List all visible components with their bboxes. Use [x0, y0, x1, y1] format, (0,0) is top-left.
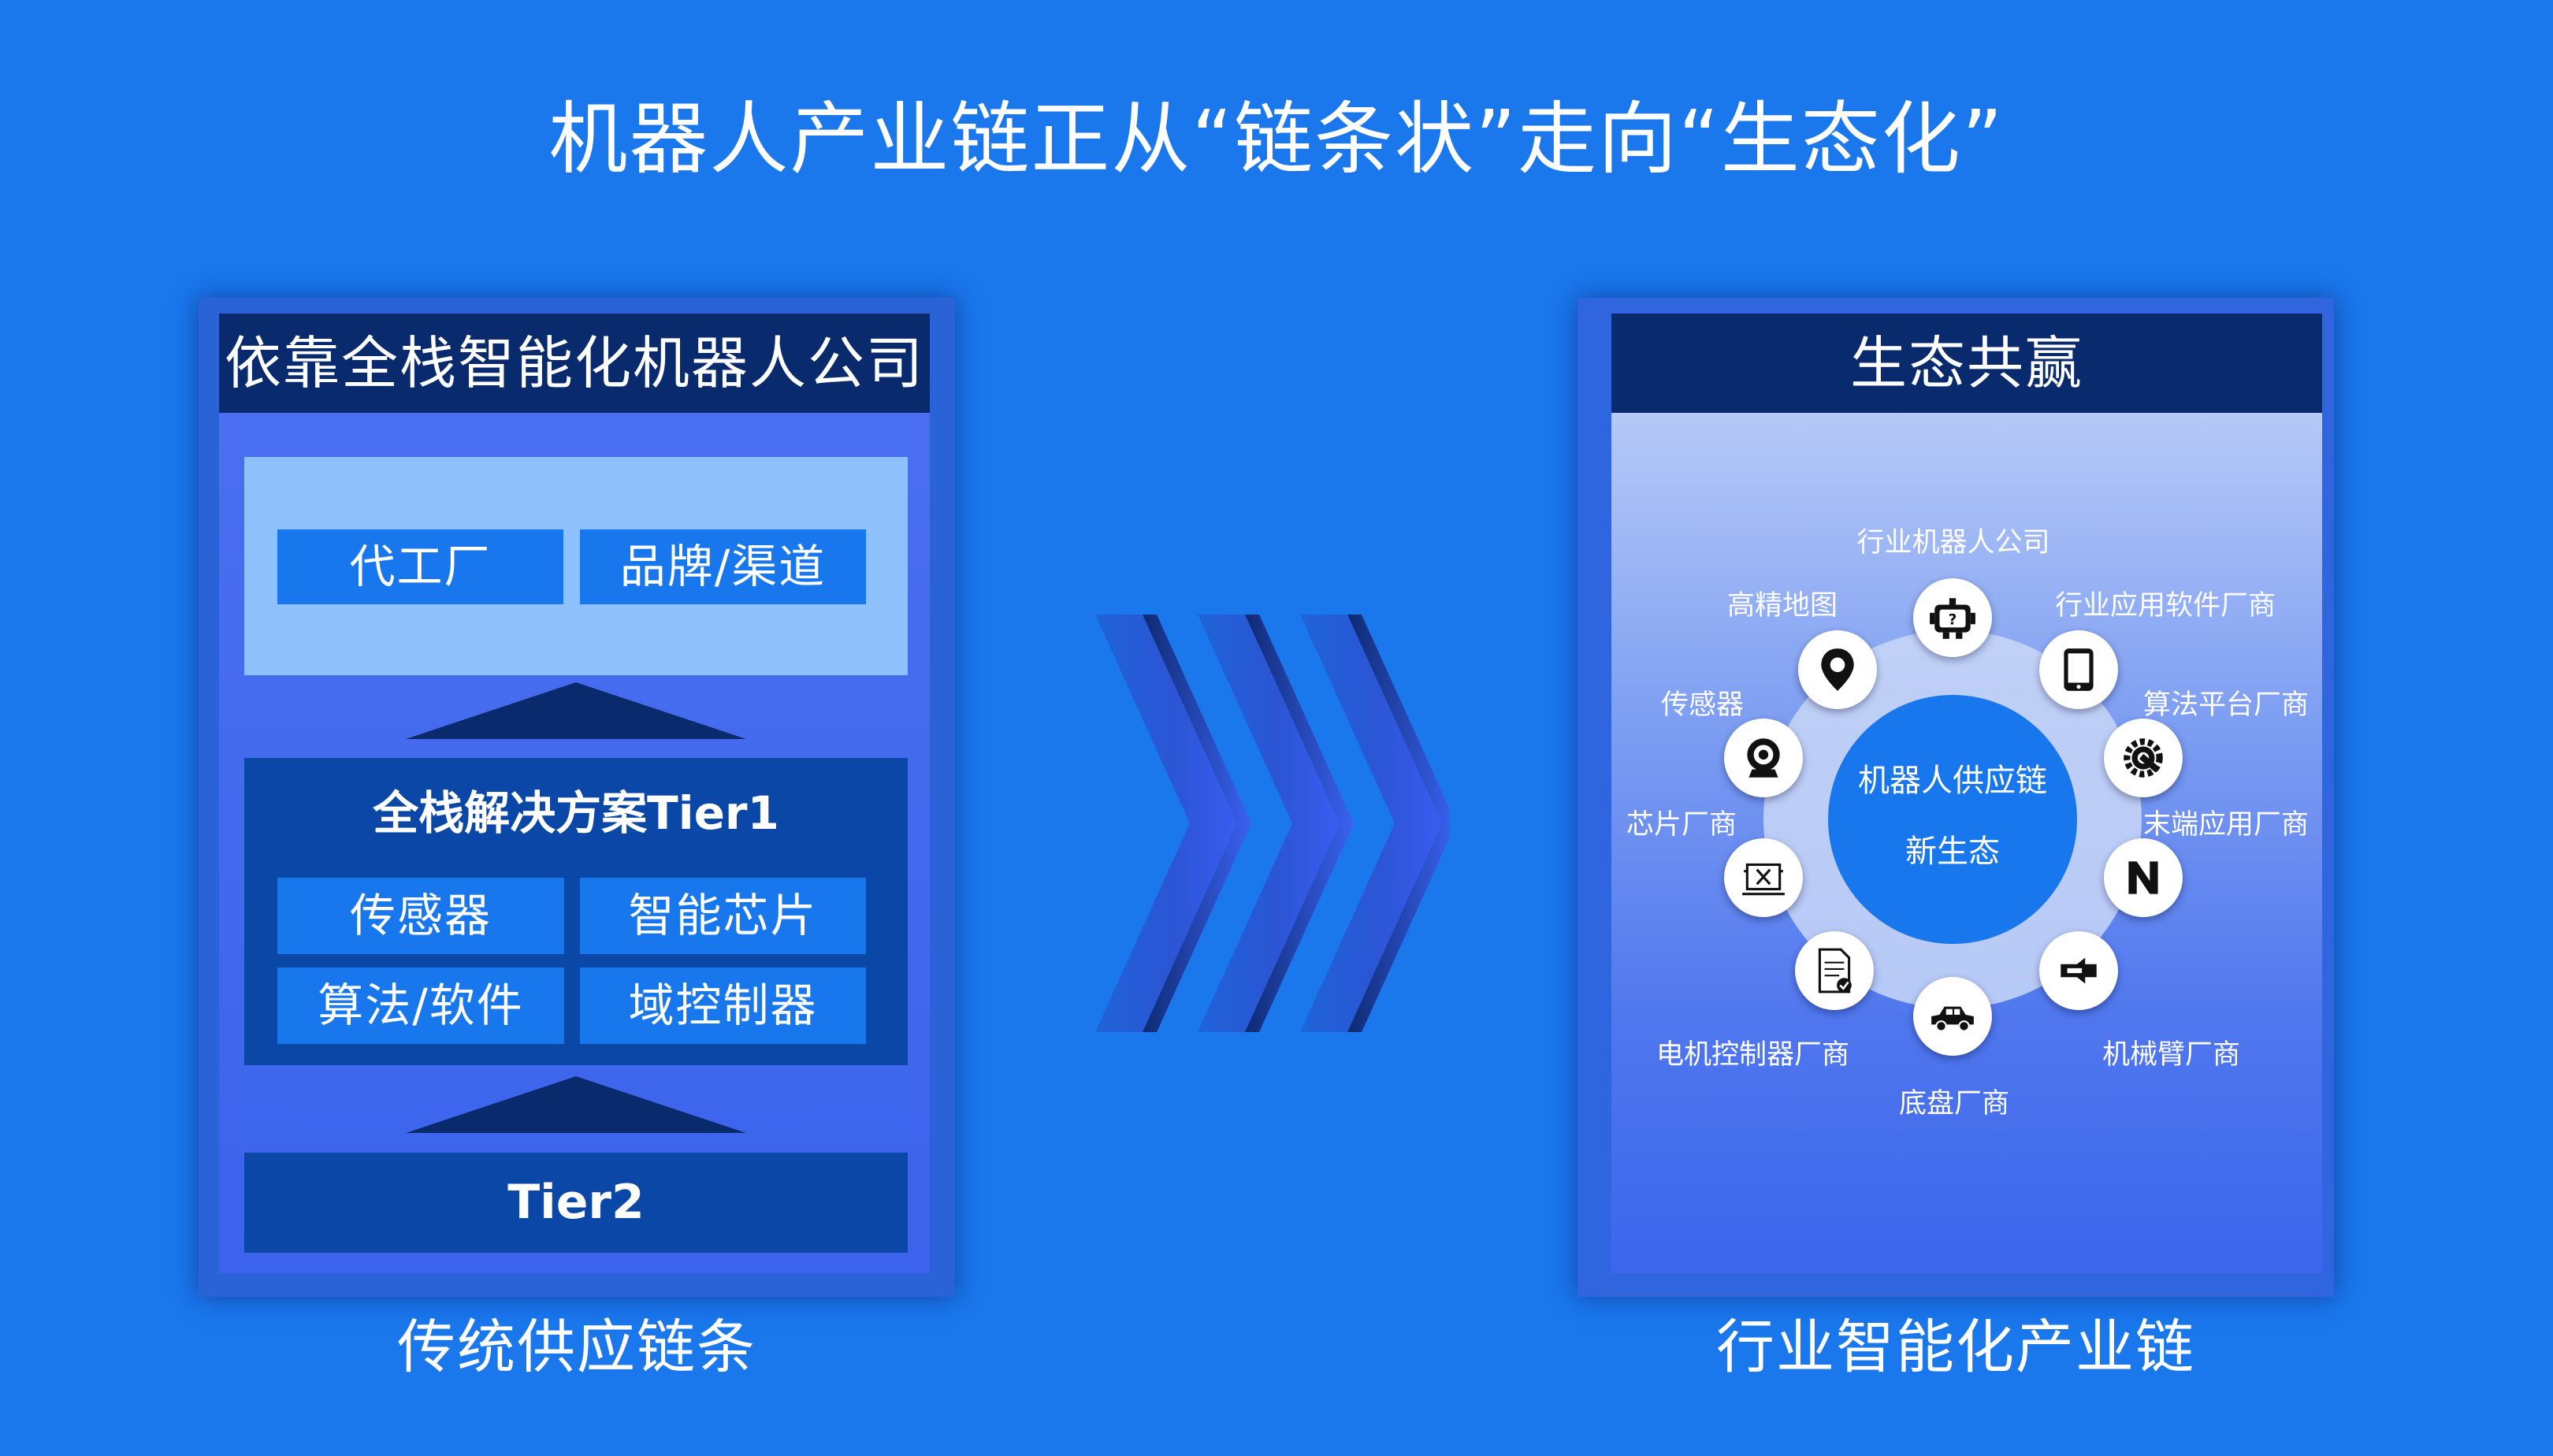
- chip-ai-chip: 智能芯片: [580, 878, 866, 954]
- tier2-box: Tier2: [244, 1153, 908, 1253]
- document-check-icon: [1795, 931, 1874, 1010]
- node-label-motor-controller-vendor: 电机控制器厂商: [1656, 1039, 1850, 1071]
- up-arrow-upper-icon: [406, 682, 746, 739]
- node-label-end-application-vendor: 末端应用厂商: [2143, 809, 2310, 841]
- node-label-chip-vendor: 芯片厂商: [1626, 809, 1737, 841]
- chip-icon: [1724, 838, 1803, 917]
- tablet-icon: [2039, 630, 2118, 709]
- node-label-industry-robot-company: 行业机器人公司: [1856, 527, 2050, 559]
- node-label-algorithm-platform-vendor: 算法平台厂商: [2143, 689, 2310, 721]
- transition-chevrons-icon: [1095, 615, 1450, 1032]
- chip-algorithm-software: 算法/软件: [277, 968, 564, 1044]
- car-chassis-icon: [1913, 977, 1992, 1056]
- robot-icon: ?: [1913, 578, 1992, 657]
- chip-foundry: 代工厂: [277, 529, 563, 604]
- svg-text:?: ?: [1949, 611, 1957, 628]
- right-panel-header: 生态共赢: [1611, 314, 2322, 413]
- chip-brand-channel: 品牌/渠道: [580, 529, 866, 604]
- up-arrow-lower-icon: [406, 1076, 746, 1133]
- chevron-3-icon: [1300, 615, 1450, 1032]
- tier1-title: 全栈解决方案Tier1: [373, 786, 779, 840]
- chevron-2-icon: [1198, 615, 1354, 1032]
- node-label-robot-arm-vendor: 机械臂厂商: [2102, 1039, 2241, 1071]
- robot-arm-icon: [2039, 931, 2118, 1010]
- map-pin-icon: [1798, 630, 1877, 709]
- node-label-chassis-vendor: 底盘厂商: [1898, 1088, 2009, 1120]
- page-title: 机器人产业链正从“链条状”走向“生态化”: [548, 93, 2005, 185]
- node-label-app-software-vendor: 行业应用软件厂商: [2055, 590, 2276, 622]
- node-label-sensor: 传感器: [1661, 689, 1745, 721]
- chip-domain-controller: 域控制器: [580, 968, 866, 1044]
- left-panel-header: 依靠全栈智能化机器人公司: [219, 314, 930, 413]
- right-caption: 行业智能化产业链: [1716, 1313, 2195, 1381]
- center-label-line2: 新生态: [1905, 834, 2000, 870]
- chip-sensor: 传感器: [277, 878, 564, 954]
- gear-wrench-icon: [2104, 719, 2183, 797]
- left-caption: 传统供应链条: [397, 1313, 756, 1381]
- center-label-line1: 机器人供应链: [1858, 763, 2047, 799]
- camera-sensor-icon: [1724, 719, 1803, 797]
- downstream-box: 代工厂 品牌/渠道: [244, 457, 908, 675]
- n-logo-icon: [2104, 838, 2183, 917]
- node-label-hd-map: 高精地图: [1727, 590, 1838, 622]
- chevron-1-icon: [1095, 615, 1251, 1032]
- ecosystem-center: [1828, 695, 2077, 944]
